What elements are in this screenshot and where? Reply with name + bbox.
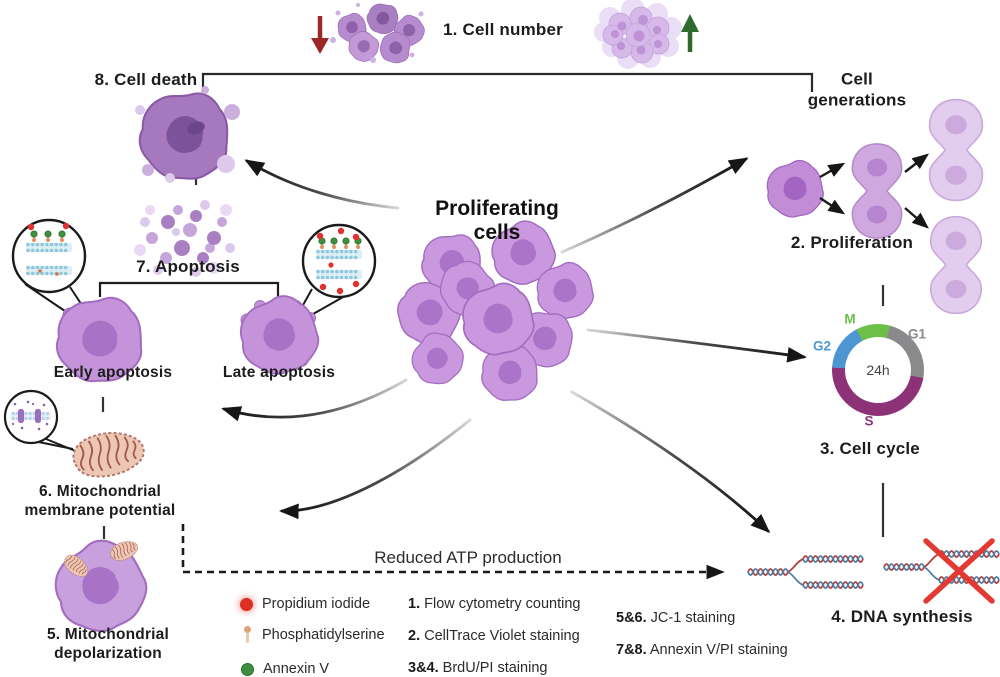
arrow-to-dna-synthesis [570, 390, 771, 534]
increase-arrow-icon [681, 14, 699, 52]
dying-cells-cluster-icon [330, 0, 429, 70]
late-apoptosis-cell-icon [237, 292, 322, 378]
healthy-cells-cluster-icon [594, 0, 682, 69]
early-apoptosis-label: Early apoptosis [53, 364, 173, 381]
legend-label: Phosphatidylserine [262, 627, 385, 643]
mitochondrion-icon [69, 427, 148, 482]
mitochondrion-magnifier-icon [3, 389, 79, 453]
legend-propidium-iodide: Propidium iodide [240, 596, 370, 612]
depolarized-cell-icon [45, 530, 157, 642]
donut-hole [845, 337, 911, 403]
arrow-to-cell-cycle [586, 328, 807, 363]
legend-phosphatidylserine: Phosphatidylserine [241, 626, 385, 644]
red-cross-icon [923, 538, 995, 604]
method-brdu-pi: 3&4. BrdU/PI staining [408, 660, 548, 676]
cell-number-bracket [201, 72, 814, 95]
early-apoptosis-cell-icon [49, 288, 151, 391]
mito-membrane-potential-label: 6. Mitochondrial membrane potential [24, 483, 176, 519]
decrease-arrow-icon [311, 16, 329, 54]
arrow-to-apoptosis [221, 378, 408, 422]
center-title: Proliferating cells [435, 197, 559, 244]
phosphatidylserine-icon [241, 626, 253, 644]
cell-cycle-donut [832, 324, 924, 416]
cell-generations-label: Cell generations [807, 69, 907, 109]
arrow-to-cell-death [244, 159, 400, 210]
method-jc1: 5&6. JC-1 staining [616, 610, 736, 626]
cycle-duration-label: 24h [866, 362, 890, 378]
mito-depolarization-label: 5. Mitochondrial depolarization [46, 626, 170, 662]
apoptosis-label: 7. Apoptosis [136, 257, 240, 276]
late-apoptosis-label: Late apoptosis [222, 364, 336, 381]
cell-death-cell-icon [129, 79, 241, 191]
cycle-phase-g2-label: G2 [812, 338, 832, 354]
central-cells-cluster-icon [385, 216, 594, 407]
cycle-phase-s-label: S [864, 413, 874, 429]
proliferation-sequence-icon [766, 98, 984, 315]
arrow-to-mitochondria [279, 418, 472, 520]
proliferation-label: 2. Proliferation [790, 233, 914, 252]
dna-fork-icon [747, 555, 864, 589]
cycle-phase-m-label: M [844, 311, 856, 327]
apoptosis-bracket [98, 281, 280, 297]
legend-label: Annexin V [263, 661, 330, 677]
atp-dashed-arrow [181, 524, 725, 580]
arrow-to-proliferation [560, 157, 749, 254]
propidium-iodide-icon [240, 597, 253, 611]
dna-synthesis-label: 4. DNA synthesis [831, 607, 973, 626]
method-flow-cytometry: 1. Flow cytometry counting [408, 596, 581, 612]
cell-cycle-label: 3. Cell cycle [820, 439, 920, 458]
cell-death-label: 8. Cell death [94, 70, 198, 89]
reduced-atp-label: Reduced ATP production [374, 548, 562, 567]
annexin-v-icon [241, 662, 254, 676]
membrane-magnifier-late-icon [297, 223, 377, 319]
cell-debris-icon [134, 200, 235, 277]
legend-annexin-v: Annexin V [241, 661, 329, 677]
legend-label: Propidium iodide [262, 596, 371, 612]
method-annexin-pi: 7&8. Annexin V/PI staining [616, 642, 788, 658]
cell-number-label: 1. Cell number [443, 20, 563, 39]
cycle-phase-g1-label: G1 [907, 326, 927, 342]
method-celltrace: 2. CellTrace Violet staining [408, 628, 580, 644]
